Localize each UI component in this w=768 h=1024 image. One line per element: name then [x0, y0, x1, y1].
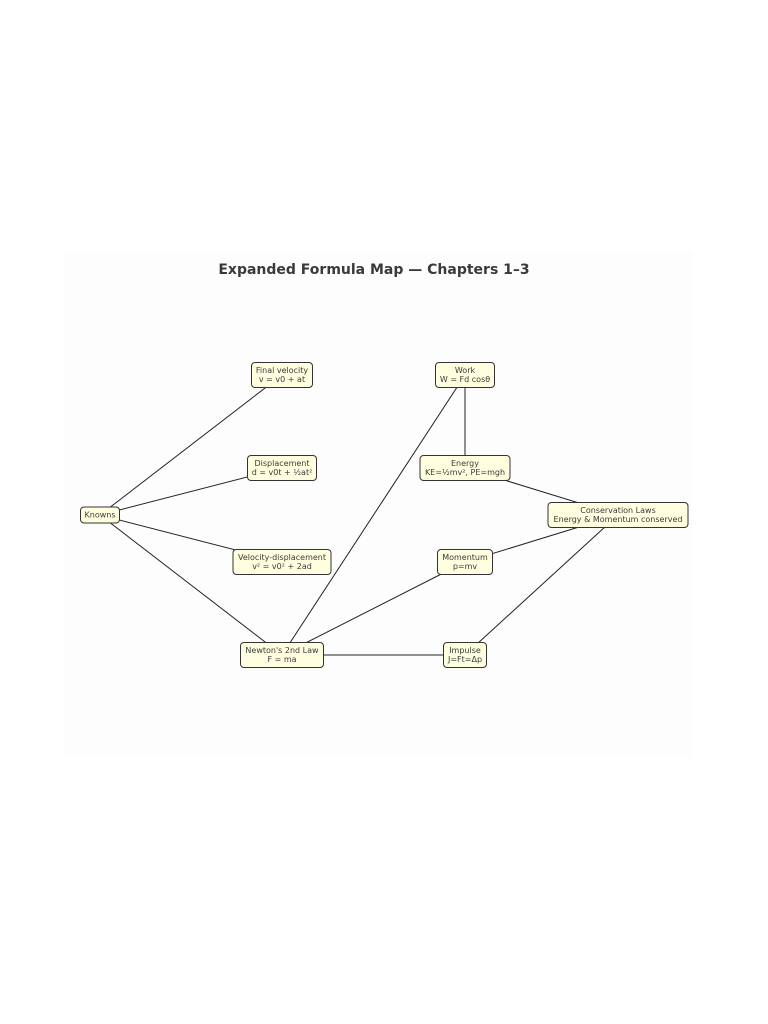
- node-formula: v = v0 + at: [258, 375, 306, 384]
- node-work: Work W = Fd cosθ: [435, 362, 495, 388]
- node-final-velocity: Final velocity v = v0 + at: [251, 362, 313, 388]
- node-momentum: Momentum p=mv: [437, 549, 493, 575]
- node-label: Energy: [450, 458, 479, 468]
- edge-knowns-to-final_velocity: [99, 374, 283, 516]
- node-label: Impulse: [449, 645, 481, 655]
- node-label: Knowns: [84, 510, 116, 520]
- edge-newtons_second_law-to-momentum: [281, 561, 466, 656]
- node-label: Displacement: [254, 458, 310, 468]
- node-velocity-displacement: Velocity-displacement v² = v0² + 2ad: [232, 549, 332, 575]
- edge-impulse-to-conservation_laws: [464, 514, 619, 656]
- edge-knowns-to-newtons_second_law: [99, 514, 283, 656]
- node-formula: J=Ft=Δp: [447, 655, 483, 664]
- edge-newtons_second_law-to-work: [281, 374, 466, 656]
- node-formula: p=mv: [452, 562, 478, 571]
- node-formula: KE=½mv², PE=mgh: [424, 468, 506, 477]
- node-formula: W = Fd cosθ: [439, 375, 491, 384]
- diagram-title: Expanded Formula Map — Chapters 1–3: [218, 262, 530, 278]
- node-impulse: Impulse J=Ft=Δp: [443, 642, 487, 668]
- node-label: Work: [454, 365, 476, 375]
- node-formula: Energy & Momentum conserved: [553, 515, 683, 524]
- node-label: Velocity-displacement: [237, 552, 327, 562]
- node-label: Final velocity: [255, 365, 309, 375]
- node-knowns: Knowns: [80, 506, 120, 524]
- node-formula: d = v0t + ½at²: [251, 468, 313, 477]
- node-formula: F = ma: [267, 655, 297, 664]
- node-label: Conservation Laws: [580, 505, 656, 515]
- node-label: Newton's 2nd Law: [245, 645, 319, 655]
- node-energy: Energy KE=½mv², PE=mgh: [419, 455, 511, 481]
- node-displacement: Displacement d = v0t + ½at²: [247, 455, 317, 481]
- node-label: Momentum: [442, 552, 488, 562]
- node-formula: v² = v0² + 2ad: [252, 562, 312, 571]
- node-conservation-laws: Conservation Laws Energy & Momentum cons…: [547, 502, 689, 528]
- node-newtons-second-law: Newton's 2nd Law F = ma: [240, 642, 324, 668]
